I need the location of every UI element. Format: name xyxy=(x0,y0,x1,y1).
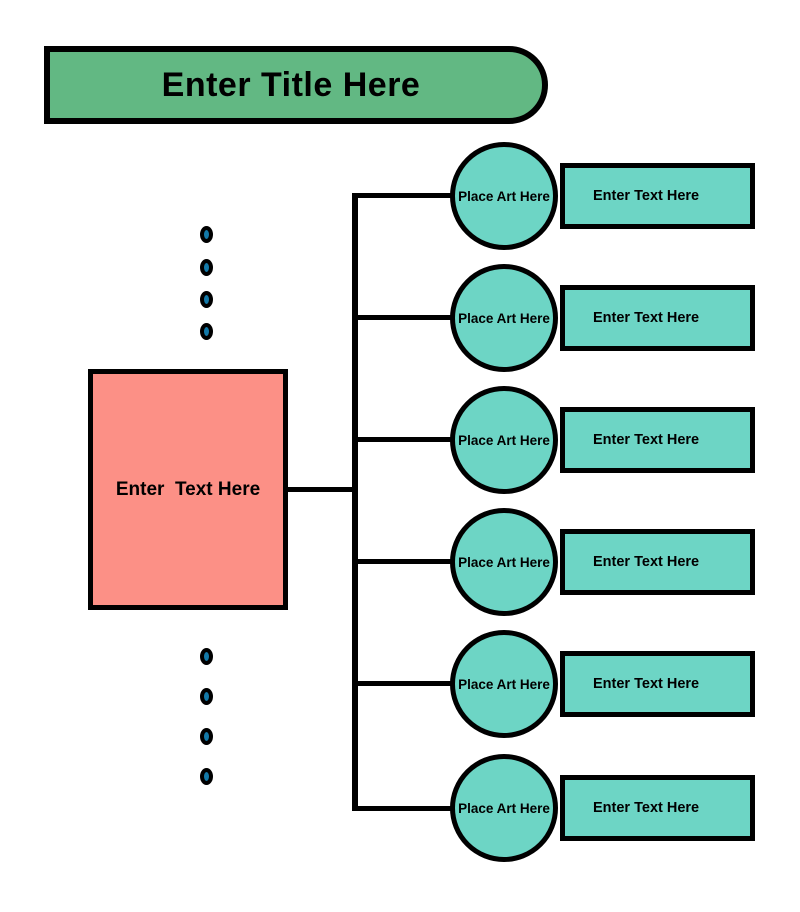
row-art-circle-2[interactable]: Place Art Here xyxy=(450,264,558,372)
row-text-label-1: Enter Text Here xyxy=(593,188,700,204)
row-text-box-5[interactable]: Enter Text Here xyxy=(560,651,755,717)
row-text-box-1[interactable]: Enter Text Here xyxy=(560,163,755,229)
connector-branch-4 xyxy=(352,559,464,564)
row-art-circle-3[interactable]: Place Art Here xyxy=(450,386,558,494)
ellipsis-dot-bottom-1 xyxy=(200,648,213,665)
row-text-box-4[interactable]: Enter Text Here xyxy=(560,529,755,595)
row-text-box-3[interactable]: Enter Text Here xyxy=(560,407,755,473)
row-text-box-6[interactable]: Enter Text Here xyxy=(560,775,755,841)
ellipsis-dot-top-4 xyxy=(200,323,213,340)
title-banner[interactable]: Enter Title Here xyxy=(44,46,548,124)
connector-stem xyxy=(288,487,356,492)
connector-branch-6 xyxy=(352,806,464,811)
row-art-label-5: Place Art Here xyxy=(458,676,550,692)
connector-branch-1 xyxy=(352,193,464,198)
main-node-box[interactable]: Enter Text Here xyxy=(88,369,288,610)
row-art-circle-1[interactable]: Place Art Here xyxy=(450,142,558,250)
row-art-label-6: Place Art Here xyxy=(458,800,550,816)
row-text-box-2[interactable]: Enter Text Here xyxy=(560,285,755,351)
ellipsis-dot-top-1 xyxy=(200,226,213,243)
row-text-label-4: Enter Text Here xyxy=(593,554,700,570)
row-text-label-2: Enter Text Here xyxy=(593,310,700,326)
row-art-label-4: Place Art Here xyxy=(458,554,550,570)
list-item[interactable]: Enter Text Here Place Art Here xyxy=(450,507,760,617)
ellipsis-dot-bottom-4 xyxy=(200,768,213,785)
row-text-label-6: Enter Text Here xyxy=(593,800,700,816)
row-art-label-2: Place Art Here xyxy=(458,310,550,326)
list-item[interactable]: Enter Text Here Place Art Here xyxy=(450,263,760,373)
row-text-label-3: Enter Text Here xyxy=(593,432,700,448)
row-art-circle-6[interactable]: Place Art Here xyxy=(450,754,558,862)
row-art-label-3: Place Art Here xyxy=(458,432,550,448)
title-text: Enter Title Here xyxy=(161,65,421,104)
main-node-label: Enter Text Here xyxy=(115,478,261,500)
row-art-circle-4[interactable]: Place Art Here xyxy=(450,508,558,616)
row-art-circle-5[interactable]: Place Art Here xyxy=(450,630,558,738)
ellipsis-dot-bottom-2 xyxy=(200,688,213,705)
list-item[interactable]: Enter Text Here Place Art Here xyxy=(450,753,760,863)
list-item[interactable]: Enter Text Here Place Art Here xyxy=(450,385,760,495)
connector-branch-3 xyxy=(352,437,464,442)
list-item[interactable]: Enter Text Here Place Art Here xyxy=(450,629,760,739)
ellipsis-dot-bottom-3 xyxy=(200,728,213,745)
connector-trunk xyxy=(352,193,358,811)
ellipsis-dot-top-3 xyxy=(200,291,213,308)
list-item[interactable]: Enter Text Here Place Art Here xyxy=(450,141,760,251)
row-art-label-1: Place Art Here xyxy=(458,188,550,204)
connector-branch-2 xyxy=(352,315,464,320)
row-text-label-5: Enter Text Here xyxy=(593,676,700,692)
connector-branch-5 xyxy=(352,681,464,686)
ellipsis-dot-top-2 xyxy=(200,259,213,276)
